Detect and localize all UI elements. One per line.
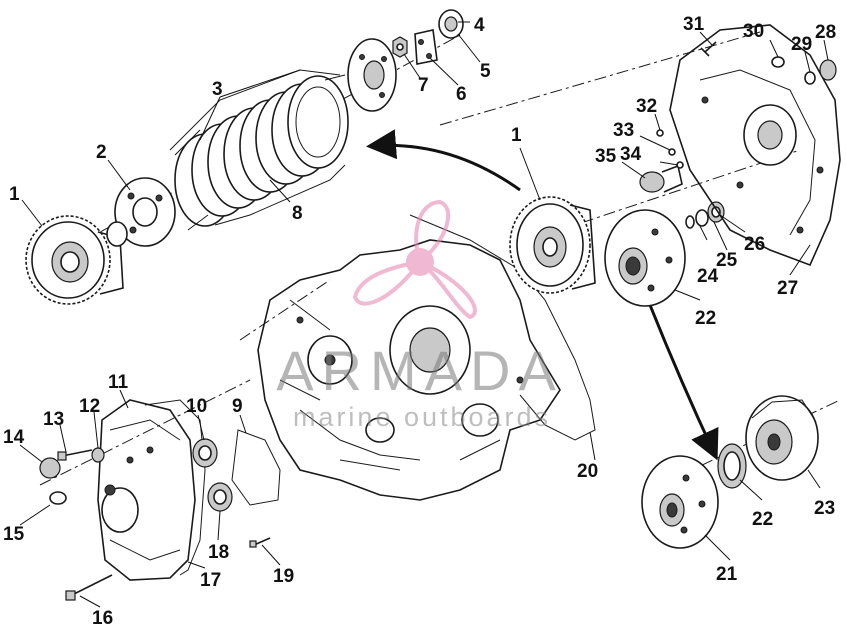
watermark-brand: ARMADA (276, 339, 564, 402)
engine-crankcase (257, 239, 561, 501)
lock-washer (414, 29, 438, 65)
callout-12: 12 (79, 396, 100, 417)
callout-4: 4 (474, 15, 485, 36)
callout-22-upper: 22 (695, 308, 716, 329)
callout-20: 20 (577, 461, 598, 482)
oil-seal-18 (207, 482, 233, 512)
propeller-logo-icon (352, 199, 477, 320)
gear-cover (97, 399, 196, 581)
callout-27: 27 (777, 278, 798, 299)
clutch-housing-gear-left (25, 215, 124, 305)
callout-2: 2 (96, 142, 107, 163)
assembly-arrow-upper (366, 129, 521, 192)
callout-5: 5 (480, 61, 491, 82)
callout-19: 19 (273, 566, 294, 587)
rotor-flywheel (745, 395, 819, 481)
callout-28: 28 (815, 22, 836, 43)
callout-8: 8 (292, 203, 303, 224)
crankcase-cover (669, 24, 841, 267)
assembly-arrow-lower (648, 304, 719, 461)
one-way-clutch (717, 443, 747, 489)
callout-13: 13 (43, 409, 64, 430)
gasket-9 (231, 429, 281, 506)
callout-23: 23 (814, 498, 835, 519)
callout-30: 30 (743, 21, 764, 42)
lock-nut (392, 36, 408, 58)
callout-29: 29 (791, 34, 812, 55)
callout-24: 24 (697, 266, 719, 287)
callout-34: 34 (620, 144, 642, 165)
clutch-disc-stack (169, 69, 349, 231)
leader-lines (19, 21, 829, 608)
callout-labels: 1 2 3 4 5 6 7 8 1 31 30 29 28 32 33 35 3… (3, 14, 836, 626)
watermark: ARMADA marine outboards (276, 199, 564, 432)
starter-clutch (604, 209, 686, 307)
plug-washer (771, 56, 785, 68)
watermark-tagline: marine outboards (293, 402, 551, 432)
callout-32: 32 (636, 96, 657, 117)
idler-gear (639, 164, 683, 193)
callout-16: 16 (92, 608, 113, 626)
callout-21: 21 (716, 564, 738, 585)
starter-driven-gear (641, 455, 719, 549)
dowel-19 (249, 537, 271, 548)
cover-bolt-short (57, 449, 93, 461)
callout-6: 6 (456, 84, 467, 105)
callout-33: 33 (613, 120, 634, 141)
breather-plug (39, 457, 67, 505)
callout-9: 9 (232, 396, 243, 417)
callout-3: 3 (212, 79, 223, 100)
callout-25: 25 (716, 250, 738, 271)
callout-11: 11 (108, 372, 129, 393)
clutch-cover (347, 38, 397, 112)
seal-small (91, 447, 105, 463)
callout-15: 15 (3, 524, 25, 545)
washer (685, 215, 695, 229)
cover-gasket (144, 399, 206, 576)
callout-14: 14 (3, 427, 25, 448)
filler-cap (819, 59, 837, 81)
callout-7: 7 (418, 75, 429, 96)
cover-bolt (700, 41, 717, 57)
clutch-housing-gear-right (509, 196, 596, 294)
callout-35: 35 (595, 146, 617, 167)
o-ring (804, 71, 816, 85)
crankcase-gasket (409, 214, 596, 441)
callout-22-lower: 22 (752, 509, 773, 530)
callout-10: 10 (186, 396, 207, 417)
callout-18: 18 (208, 542, 229, 563)
cover-bolt-long (65, 574, 113, 601)
washer-2 (695, 209, 709, 227)
callout-31: 31 (683, 14, 705, 35)
oil-seal (707, 201, 725, 223)
callout-17: 17 (200, 570, 221, 591)
callout-26: 26 (744, 234, 765, 255)
bearing (438, 9, 464, 39)
callout-1-right: 1 (511, 125, 522, 146)
pressure-plate (106, 177, 176, 247)
bearing-10 (192, 438, 218, 468)
callout-1-left: 1 (9, 184, 20, 205)
